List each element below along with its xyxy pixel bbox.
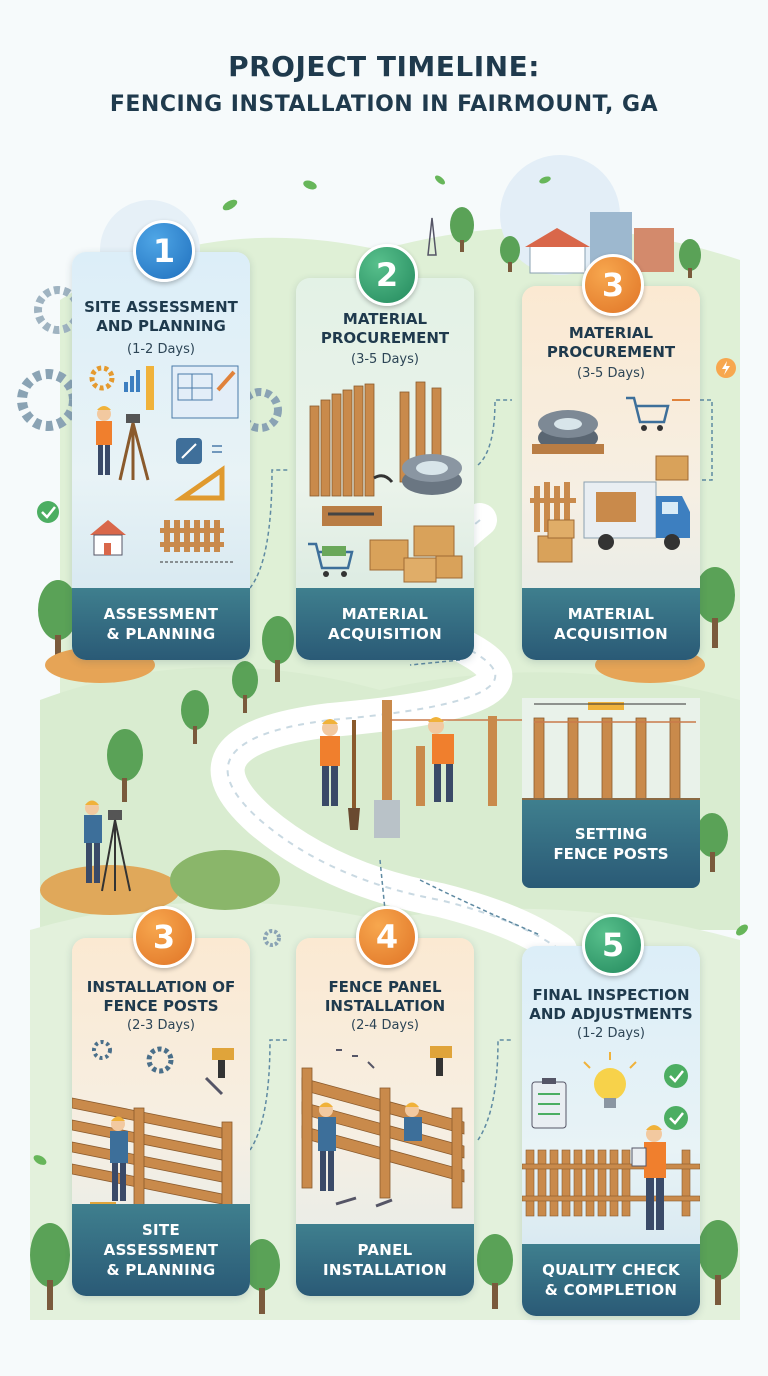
gear-icon (263, 929, 281, 947)
step-2-footer: MATERIAL ACQUISITION (296, 588, 474, 660)
step-card-2: MATERIAL PROCUREMENT (3-5 Days) MATERIAL (296, 278, 474, 660)
surveyor-illustration (89, 365, 239, 563)
step-5-footer: PANEL INSTALLATION (296, 1224, 474, 1296)
materials-illustration (308, 381, 463, 583)
step-5-footer-line1: PANEL (357, 1241, 413, 1259)
step-2-duration: (3-5 Days) (351, 352, 419, 367)
step-4-heading-line1: INSTALLATION OF (86, 978, 236, 996)
step-badge-6: 5 (582, 914, 644, 976)
step-2-heading: MATERIAL PROCUREMENT (296, 310, 474, 348)
lightning-icon (716, 358, 736, 378)
step-badge-5: 4 (356, 906, 418, 968)
step-badge-2: 2 (356, 244, 418, 306)
step-2-heading-line2: PROCUREMENT (320, 329, 450, 347)
step-1-footer-line1: ASSESSMENT (103, 605, 219, 623)
step-2-footer-line1: MATERIAL (341, 605, 429, 623)
post-installation-illustration (72, 1040, 234, 1213)
step-card-3: MATERIAL PROCUREMENT (3-5 Days) MATERIAL… (522, 286, 700, 660)
step-3-footer: MATERIAL ACQUISITION (522, 588, 700, 660)
step-3-heading: MATERIAL PROCUREMENT (522, 324, 700, 362)
step-5-heading: FENCE PANEL INSTALLATION (296, 978, 474, 1016)
step-5-footer-line2: INSTALLATION (323, 1261, 447, 1279)
step-card-4: INSTALLATION OF FENCE POSTS (2-3 Days) S… (72, 938, 250, 1296)
step-badge-4: 3 (133, 906, 195, 968)
step-6-heading-line2: AND ADJUSTMENTS (529, 1005, 693, 1023)
page-subtitle: FENCING INSTALLATION IN FAIRMOUNT, GA (109, 92, 659, 117)
surveyor-figure (84, 800, 131, 892)
step-4-heading-line2: FENCE POSTS (103, 997, 219, 1015)
step-badge-3: 3 (582, 254, 644, 316)
inspection-illustration (522, 1052, 700, 1230)
step-card-5: FENCE PANEL INSTALLATION (2-4 Days) PANE… (296, 938, 474, 1296)
step-badge-1: 1 (133, 220, 195, 282)
middle-scene-label: SETTING FENCE POSTS (522, 800, 700, 888)
middle-scene-label-line2: FENCE POSTS (553, 845, 669, 863)
page-title: PROJECT TIMELINE: (228, 50, 540, 83)
delivery-illustration (530, 396, 690, 563)
post-setting-scene (320, 698, 700, 838)
step-1-footer-line2: & PLANNING (106, 625, 216, 643)
step-2-heading-line1: MATERIAL (342, 310, 428, 328)
step-6-heading-line1: FINAL INSPECTION (532, 986, 690, 1004)
step-2-footer-line2: ACQUISITION (328, 625, 442, 643)
step-6-heading: FINAL INSPECTION AND ADJUSTMENTS (522, 986, 700, 1024)
step-1-heading-line2: AND PLANNING (96, 317, 226, 335)
step-3-duration: (3-5 Days) (577, 366, 645, 381)
step-6-duration: (1-2 Days) (577, 1026, 645, 1041)
step-5-duration: (2-4 Days) (351, 1018, 419, 1033)
middle-scene-label-line1: SETTING (574, 825, 648, 843)
step-4-footer: SITE ASSESSMENT & PLANNING (72, 1204, 250, 1296)
step-6-footer-line2: & COMPLETION (544, 1281, 678, 1299)
step-5-heading-line2: INSTALLATION (324, 997, 446, 1015)
step-1-heading-line1: SITE ASSESSMENT (84, 298, 238, 316)
step-1-duration: (1-2 Days) (127, 342, 195, 357)
step-5-heading-line1: FENCE PANEL (328, 978, 442, 996)
step-4-heading: INSTALLATION OF FENCE POSTS (72, 978, 250, 1016)
step-4-footer-line3: & PLANNING (106, 1261, 216, 1279)
step-4-duration: (2-3 Days) (127, 1018, 195, 1033)
step-3-footer-line2: ACQUISITION (554, 625, 668, 643)
step-1-footer: ASSESSMENT & PLANNING (72, 588, 250, 660)
step-3-heading-line2: PROCUREMENT (546, 343, 676, 361)
step-4-footer-line1: SITE (141, 1221, 181, 1239)
step-card-1: SITE ASSESSMENT AND PLANNING (1-2 Days) (72, 252, 250, 660)
panel-installation-illustration (301, 1046, 465, 1209)
step-6-footer-line1: QUALITY CHECK (542, 1261, 680, 1279)
step-1-heading: SITE ASSESSMENT AND PLANNING (72, 298, 250, 336)
step-3-heading-line1: MATERIAL (568, 324, 654, 342)
step-card-6: FINAL INSPECTION AND ADJUSTMENTS (1-2 Da… (522, 946, 700, 1316)
step-4-footer-line2: ASSESSMENT (103, 1241, 219, 1259)
step-6-footer: QUALITY CHECK & COMPLETION (522, 1244, 700, 1316)
step-3-footer-line1: MATERIAL (567, 605, 655, 623)
